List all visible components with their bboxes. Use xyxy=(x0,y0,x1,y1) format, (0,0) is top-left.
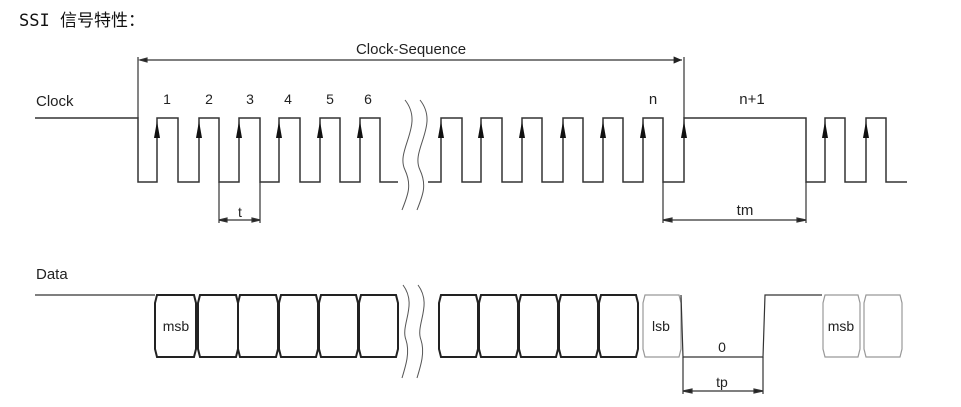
break-mark-data xyxy=(401,284,425,379)
data-label: Data xyxy=(36,266,68,283)
period-label: t xyxy=(238,204,242,220)
data-waveform xyxy=(35,294,903,358)
data-bit-cell-lsb xyxy=(642,294,682,358)
pulse-label-n-plus-1: n+1 xyxy=(739,91,764,108)
period-arrowheads-icon xyxy=(218,217,261,223)
rising-edge-arrow-icon xyxy=(863,121,869,138)
rising-edge-arrow-icon xyxy=(196,121,202,138)
dimension-lines xyxy=(137,56,807,394)
msb-label-next: msb xyxy=(828,318,855,334)
clock-sequence-label: Clock-Sequence xyxy=(356,41,466,58)
pulse-label: 1 xyxy=(163,91,171,107)
monoflop-time-label: tm xyxy=(737,202,754,219)
period-extension-lines xyxy=(218,182,261,223)
pulse-label: 2 xyxy=(205,91,213,107)
pulse-label: 5 xyxy=(326,91,334,107)
rising-edge-arrows xyxy=(154,121,869,138)
data-pause-line xyxy=(680,294,822,358)
rising-edge-arrow-icon xyxy=(236,121,242,138)
pause-time-label: tp xyxy=(716,374,728,390)
data-bit-cell xyxy=(558,294,599,358)
rising-edge-arrow-icon xyxy=(822,121,828,138)
data-bit-cell xyxy=(518,294,559,358)
data-bit-cell-next xyxy=(822,294,861,358)
rising-edge-arrow-icon xyxy=(519,121,525,138)
clock-waveform xyxy=(35,117,907,183)
break-mark-clock xyxy=(401,99,428,211)
rising-edge-arrow-icon xyxy=(600,121,606,138)
data-bit-cell xyxy=(237,294,279,358)
data-bit-cell xyxy=(278,294,319,358)
data-bit-cell-next xyxy=(863,294,903,358)
pulse-label: 3 xyxy=(246,91,254,107)
pulse-label: 4 xyxy=(284,91,292,107)
rising-edge-arrow-icon xyxy=(560,121,566,138)
page-title: SSI 信号特性： xyxy=(19,11,145,31)
data-bit-cell xyxy=(318,294,359,358)
pulse-label-n: n xyxy=(649,91,657,108)
clock-sequence-extension-lines xyxy=(137,57,685,118)
pulse-label: 6 xyxy=(364,91,372,107)
data-bit-cell xyxy=(197,294,239,358)
data-bit-cell xyxy=(358,294,399,358)
monoflop-extension-lines xyxy=(662,182,807,223)
msb-label: msb xyxy=(163,318,190,334)
clock-label: Clock xyxy=(36,93,74,110)
rising-edge-arrow-icon xyxy=(357,121,363,138)
rising-edge-arrow-icon xyxy=(317,121,323,138)
arrowhead-left-icon xyxy=(137,57,148,63)
data-bit-cell xyxy=(478,294,519,358)
rising-edge-arrow-icon xyxy=(640,121,646,138)
rising-edge-arrow-icon xyxy=(478,121,484,138)
lsb-label: lsb xyxy=(652,318,670,334)
rising-edge-arrow-icon xyxy=(154,121,160,138)
zero-label: 0 xyxy=(718,339,726,355)
pause-extension-lines xyxy=(682,357,764,394)
rising-edge-arrow-icon xyxy=(276,121,282,138)
data-bit-cell xyxy=(154,294,197,358)
clock-signal-line xyxy=(35,117,907,183)
data-bit-cell xyxy=(598,294,639,358)
monoflop-arrowheads-icon xyxy=(662,217,807,223)
rising-edge-arrow-icon xyxy=(681,121,687,138)
pause-arrowheads-icon xyxy=(682,388,764,394)
data-bit-cell xyxy=(438,294,479,358)
rising-edge-arrow-icon xyxy=(438,121,444,138)
